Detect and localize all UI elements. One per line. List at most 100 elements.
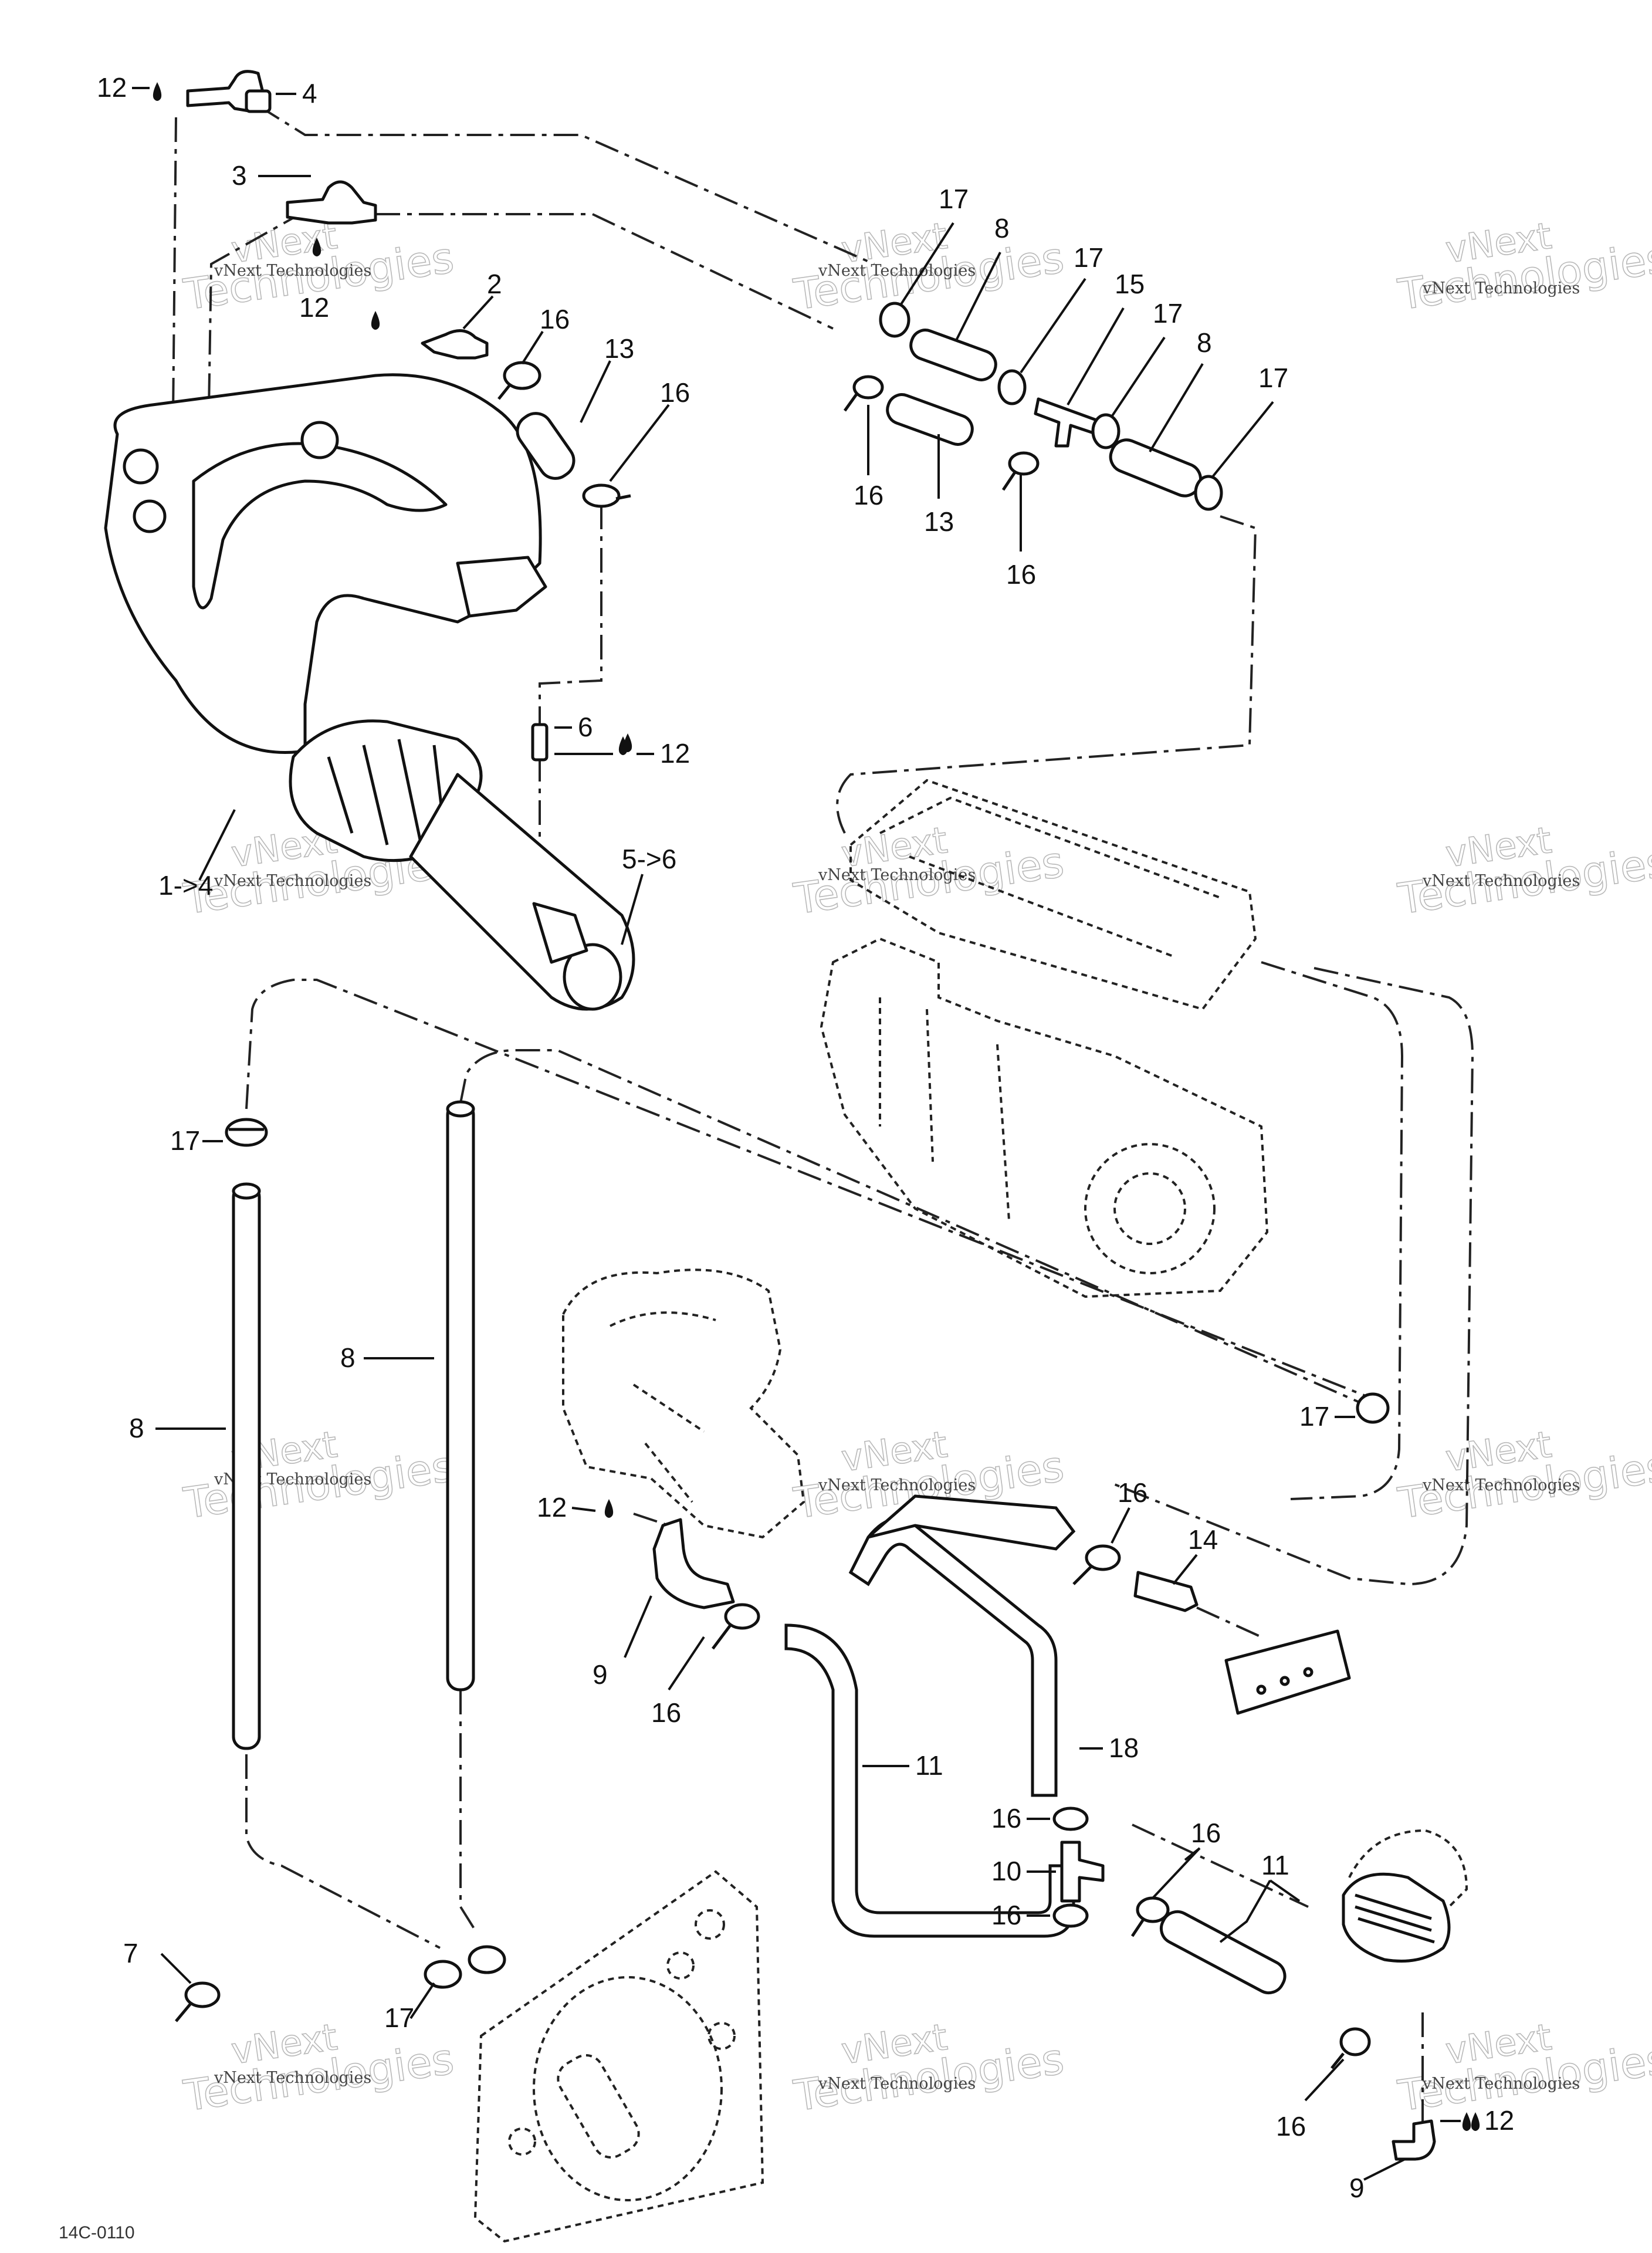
callout-16: 16	[1191, 1818, 1221, 1848]
watermark-text: vNext Technologies	[818, 262, 976, 280]
route-fitting3-to-clamp16	[375, 213, 834, 330]
callout-7: 7	[123, 1938, 138, 1968]
clamp-17-c	[1091, 413, 1120, 449]
callout-16: 16	[991, 1803, 1021, 1833]
callout-12: 12	[299, 292, 329, 323]
watermark-text: vNext Technologies	[1422, 872, 1580, 890]
exhaust-fitting-nipple	[532, 902, 588, 964]
sealant-drop-icon	[604, 1499, 614, 1518]
clamp-16-f	[1072, 1544, 1121, 1585]
callout-17: 17	[384, 2002, 414, 2033]
callout-17: 17	[1258, 363, 1288, 393]
figure-reference: 14C-0110	[59, 2223, 135, 2242]
callout-5-to-6: 5->6	[622, 844, 676, 874]
outlet-fitting	[1342, 1829, 1468, 1963]
clamp-17-a	[879, 302, 910, 338]
fitting-9-right	[1392, 2119, 1436, 2161]
clamp-16-c	[843, 375, 884, 412]
clamp-17-b	[997, 369, 1027, 405]
route-hose8-right-bottom	[459, 1690, 476, 1931]
hose-18-top-run	[867, 1494, 1076, 1551]
manifold-bolt-hole	[300, 421, 339, 459]
callout-13: 13	[924, 506, 954, 537]
exhaust-outlet	[563, 943, 622, 1011]
callout-2: 2	[487, 269, 502, 299]
callout-1-to-4: 1->4	[158, 870, 213, 901]
clamp-17-e	[225, 1118, 268, 1147]
watermark: vNext Technologies	[790, 214, 1067, 320]
manifold-port	[133, 499, 167, 533]
callout-labels: 12 4 3 12 2 16 13 16 17 8 17 15 17 8 17 …	[97, 72, 1514, 2203]
callout-8: 8	[994, 213, 1010, 243]
watermark: vNext Technologies	[180, 2015, 457, 2121]
watermark-text: vNext Technologies	[1422, 1476, 1580, 1494]
callout-3: 3	[232, 160, 247, 191]
callout-11: 11	[915, 1750, 943, 1781]
hose-11-u	[784, 1623, 1075, 1938]
route-fitting12-down	[172, 117, 177, 417]
route-fitting14-to-plate	[1196, 1606, 1262, 1638]
callout-16: 16	[1276, 2111, 1306, 2142]
clamp-17-d	[1194, 475, 1223, 511]
jet-pump-ghost	[562, 1268, 805, 1539]
mounting-plate	[1224, 1629, 1351, 1715]
callout-15: 15	[1115, 269, 1145, 299]
watermark-text: vNext Technologies	[818, 1476, 976, 1494]
callout-9: 9	[593, 1659, 608, 1690]
hose-8-short-a	[909, 329, 997, 381]
callout-10: 10	[991, 1856, 1021, 1886]
callout-16: 16	[540, 304, 570, 334]
ride-plate-ghost	[473, 1870, 764, 2243]
hose-8-long-left	[232, 1183, 261, 1750]
clamp-16-mid	[582, 483, 631, 508]
clamp-16-h	[1052, 1903, 1089, 1928]
hose-18	[848, 1517, 1058, 1797]
clamp-17-f	[1356, 1392, 1390, 1424]
clamp-7	[175, 1981, 221, 2022]
watermark: vNext Technologies	[1394, 2015, 1652, 2121]
sealant-drop-icon	[623, 733, 632, 752]
exhaust-pipe	[104, 373, 635, 1011]
callout-17: 17	[1153, 298, 1183, 329]
callout-17: 17	[939, 184, 969, 214]
callout-11: 11	[1261, 1850, 1289, 1880]
hose-8-long-right	[446, 1101, 475, 1692]
route-clamp17-to-engine	[836, 515, 1257, 834]
watermark-text: vNext Technologies	[214, 262, 371, 280]
watermark: vNext Technologies	[180, 1422, 457, 1528]
callout-12: 12	[660, 738, 690, 769]
route-hose8-left-bottom	[245, 1754, 441, 1949]
manifold-port	[123, 448, 159, 485]
sealant-drop-icon	[371, 311, 380, 330]
fitting-6	[531, 723, 549, 762]
fitting-14	[1133, 1571, 1199, 1612]
clamp-16-j	[1331, 2027, 1371, 2069]
callout-9: 9	[1349, 2173, 1365, 2203]
watermark-text: vNext Technologies	[214, 2069, 371, 2087]
hose-routing-lines	[172, 104, 1474, 2130]
callout-12: 12	[1484, 2105, 1514, 2136]
callout-8: 8	[129, 1413, 144, 1443]
route-clamp16-down-to-fitting6	[539, 505, 602, 728]
route-fitting3-down	[207, 210, 306, 446]
callout-12: 12	[537, 1492, 567, 1523]
callout-14: 14	[1188, 1524, 1218, 1555]
watermark: vNext Technologies	[1394, 214, 1652, 320]
route-fitting4-to-clamp17	[257, 104, 875, 265]
fitting-2	[421, 329, 489, 360]
callout-6: 6	[578, 712, 593, 742]
watermark-text: vNext Technologies	[1422, 279, 1580, 297]
hose-11-short	[1159, 1910, 1287, 1995]
watermark: vNext Technologies	[1394, 1422, 1652, 1528]
callout-17: 17	[1299, 1401, 1329, 1432]
callout-16: 16	[1118, 1477, 1147, 1508]
watermark-text: vNext Technologies	[818, 866, 976, 884]
callout-4: 4	[302, 78, 317, 109]
watermark-text: vNext Technologies	[1422, 2075, 1580, 2093]
tee-fitting-10	[1060, 1841, 1105, 1903]
clamp-16-top	[497, 361, 541, 400]
callout-16: 16	[660, 377, 690, 408]
sealant-drop-icon	[1462, 2112, 1471, 2131]
callout-13: 13	[604, 333, 634, 364]
